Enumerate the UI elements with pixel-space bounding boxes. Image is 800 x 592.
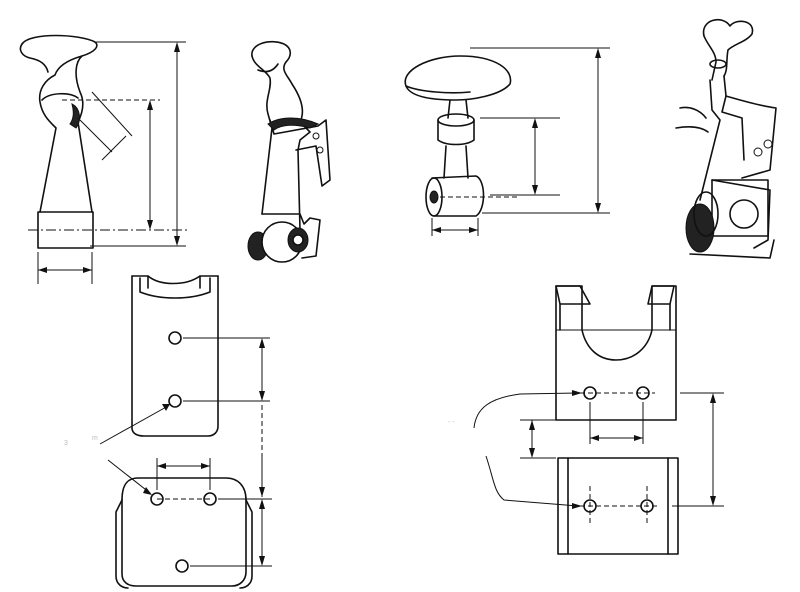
hole-callout-text: 3 (64, 440, 68, 447)
mushroom-latch-front-view (404, 47, 610, 236)
t-handle-latch-side-view (247, 40, 331, 263)
hole-callout-text-right: - - (448, 419, 455, 426)
flat-mounting-plate-view: - - (448, 390, 679, 555)
t-handle-latch-front-view (19, 34, 190, 284)
mushroom-latch-isometric-view (675, 18, 777, 259)
mounting-bracket-rounded-view: 3 m (64, 404, 272, 589)
keeper-plate-curved-view (131, 275, 270, 455)
u-slot-keeper-view (520, 285, 724, 507)
hole-callout-unit: m (92, 435, 98, 442)
